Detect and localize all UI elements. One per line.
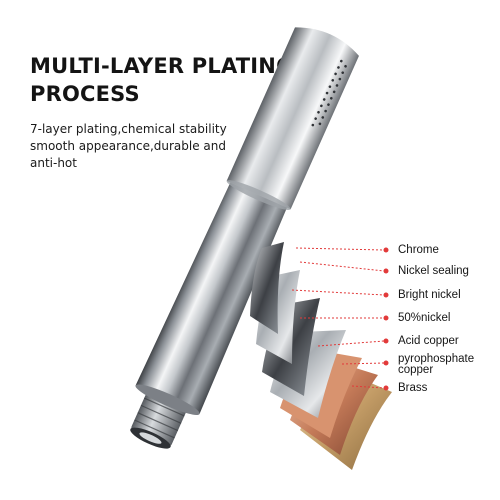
layer-label-pyrophosphate-line-1: pyrophosphate xyxy=(398,353,475,365)
chrome-layer xyxy=(250,242,284,334)
layer-label-50-nickel: 50%nickel xyxy=(398,312,451,324)
layer-label-nickel-sealing: Nickel sealing xyxy=(398,265,469,277)
layer-label-bright-nickel: Bright nickel xyxy=(398,289,461,301)
layer-label-pyrophosphate-copper: pyrophosphate copper xyxy=(398,353,475,376)
page-title: MULTI-LAYER PLATING PROCESS xyxy=(30,52,294,108)
leader-dots xyxy=(383,247,389,391)
layer-label-pyrophosphate-line-2: copper xyxy=(398,364,434,376)
leader-lines xyxy=(291,247,385,389)
description-line-3: anti-hot xyxy=(30,156,77,170)
product-description: 7-layer plating,chemical stability smoot… xyxy=(30,121,227,172)
layer-label-acid-copper: Acid copper xyxy=(398,335,459,347)
handle-tube xyxy=(135,182,287,414)
title-line-1: MULTI-LAYER PLATING xyxy=(30,54,294,78)
description-line-2: smooth appearance,durable and xyxy=(30,139,226,153)
layer-label-brass: Brass xyxy=(398,382,428,394)
layer-label-chrome: Chrome xyxy=(398,244,439,256)
spray-holes xyxy=(311,59,347,127)
shower-head xyxy=(226,27,359,210)
description-line-1: 7-layer plating,chemical stability xyxy=(30,122,227,136)
plating-layers xyxy=(250,242,392,470)
title-line-2: PROCESS xyxy=(30,82,140,106)
